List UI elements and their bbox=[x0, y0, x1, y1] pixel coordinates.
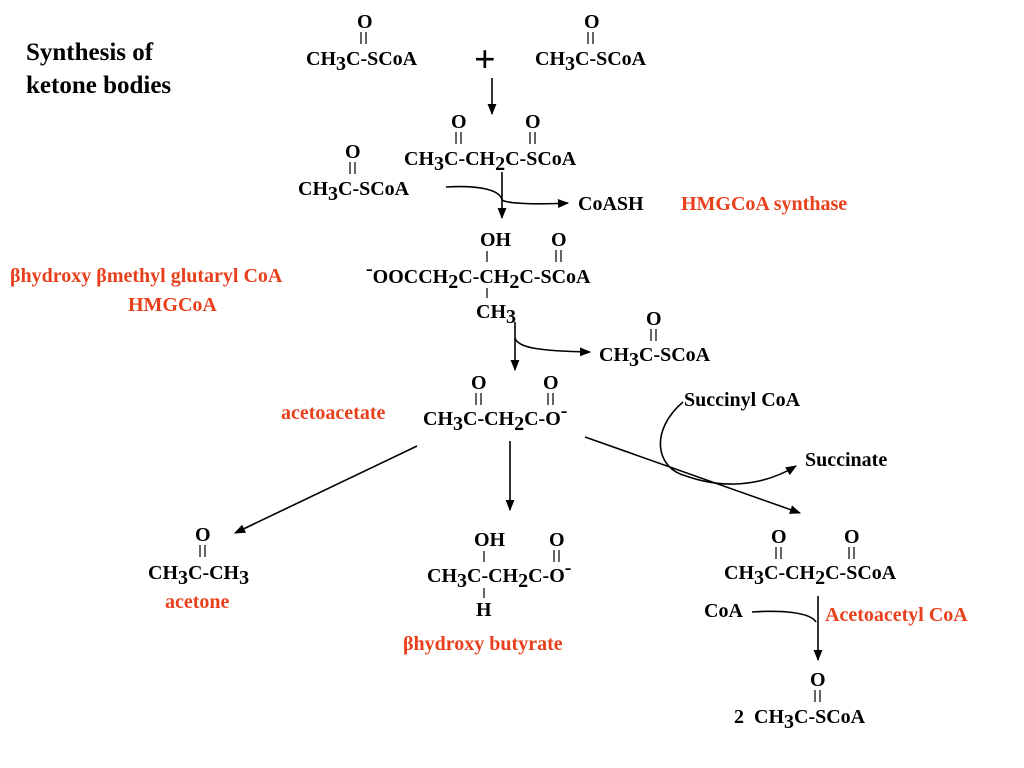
hmgcoa-formula: -OOCCH2C-CH2C-SCoA bbox=[366, 258, 591, 293]
carbonyl-oxygen: O bbox=[345, 141, 361, 163]
double-bond-2 bbox=[529, 132, 536, 144]
hydroxybutyrate-label: βhydroxy butyrate bbox=[403, 633, 563, 655]
acetoacetate-label: acetoacetate bbox=[281, 402, 385, 424]
acetone-structure: O CH3C-CH3 bbox=[148, 524, 249, 589]
carbonyl-oxygen-1: O bbox=[471, 372, 487, 394]
hmgcoa-structure: OH O -OOCCH2C-CH2C-SCoA CH3 bbox=[366, 229, 591, 328]
arrow-acetyl-coa-release bbox=[514, 337, 592, 357]
double-bond-1 bbox=[475, 393, 482, 405]
succinyl-coa-label: Succinyl CoA bbox=[684, 389, 801, 411]
hmgcoa-full-name-label: βhydroxy βmethyl glutaryl CoA bbox=[10, 265, 283, 287]
double-bond bbox=[360, 32, 367, 44]
carbonyl-oxygen: O bbox=[810, 669, 826, 691]
acetoacetyl-coa-intermediate: O O CH3C-CH2C-SCoA bbox=[404, 111, 577, 175]
acetyl-coa-reactant-1: O CH3C-SCoA bbox=[306, 11, 418, 75]
plus-sign: + bbox=[474, 39, 496, 81]
double-bond bbox=[587, 32, 594, 44]
acetoacetate-formula: CH3C-CH2C-O- bbox=[423, 400, 567, 435]
title-line-1: Synthesis of bbox=[26, 39, 154, 66]
carbonyl-oxygen-2: O bbox=[844, 526, 860, 548]
hydroxybutyrate-structure: OH O CH3C-CH2C-O- H bbox=[427, 529, 571, 621]
carbonyl-oxygen-2: O bbox=[543, 372, 559, 394]
acetyl-coa-released: O CH3C-SCoA bbox=[599, 308, 711, 371]
hydroxyl-group: OH bbox=[474, 529, 506, 551]
hmgcoa-synthase-label: HMGCoA synthase bbox=[681, 193, 847, 215]
carbonyl-oxygen-1: O bbox=[451, 111, 467, 133]
carbonyl-oxygen: O bbox=[357, 11, 373, 33]
acetyl-coa-added: O CH3C-SCoA bbox=[298, 141, 410, 205]
coash-label: CoASH bbox=[578, 193, 644, 215]
acetoacetyl-coa-formula: CH3C-CH2C-SCoA bbox=[724, 562, 897, 589]
hydroxybutyrate-formula: CH3C-CH2C-O- bbox=[427, 557, 571, 592]
acetoacetate-structure: O O CH3C-CH2C-O- bbox=[423, 372, 567, 435]
double-bond bbox=[553, 550, 560, 562]
acetyl-coa-formula: CH3C-SCoA bbox=[599, 344, 711, 371]
acetone-formula: CH3C-CH3 bbox=[148, 562, 249, 589]
hydrogen-atom: H bbox=[476, 599, 492, 621]
methyl-branch: CH3 bbox=[476, 301, 516, 328]
carbonyl-oxygen-1: O bbox=[771, 526, 787, 548]
arrow-coash-release bbox=[445, 185, 570, 209]
acetyl-coa-formula: CH3C-SCoA bbox=[535, 48, 647, 75]
double-bond bbox=[349, 162, 356, 174]
acetyl-coa-formula: CH3C-SCoA bbox=[298, 178, 410, 205]
arrow-coa-input bbox=[751, 610, 817, 623]
double-bond-1 bbox=[775, 547, 782, 559]
carbonyl-oxygen: O bbox=[646, 308, 662, 330]
acetoacetyl-coa-structure: O O CH3C-CH2C-SCoA bbox=[724, 526, 897, 589]
double-bond bbox=[650, 329, 657, 341]
double-bond-2 bbox=[848, 547, 855, 559]
carbonyl-oxygen: O bbox=[551, 229, 567, 251]
arrow-to-acetoacetyl-coa bbox=[584, 436, 802, 514]
acetyl-coa-reactant-2: O CH3C-SCoA bbox=[535, 11, 647, 75]
acetyl-coa-formula: CH3C-SCoA bbox=[306, 48, 418, 75]
carbonyl-oxygen: O bbox=[195, 524, 211, 546]
arrow-succinyl-to-succinate bbox=[659, 401, 797, 485]
title-line-2: ketone bodies bbox=[26, 72, 171, 99]
carbonyl-oxygen: O bbox=[584, 11, 600, 33]
double-bond bbox=[555, 250, 562, 262]
double-bond bbox=[199, 545, 206, 557]
acetoacetyl-coa-formula: CH3C-CH2C-SCoA bbox=[404, 148, 577, 175]
succinate-label: Succinate bbox=[805, 449, 887, 471]
hmgcoa-abbrev-label: HMGCoA bbox=[128, 294, 217, 316]
carbonyl-oxygen: O bbox=[549, 529, 565, 551]
double-bond-2 bbox=[547, 393, 554, 405]
double-bond-1 bbox=[455, 132, 462, 144]
acetoacetyl-coa-label: Acetoacetyl CoA bbox=[825, 604, 968, 626]
double-bond bbox=[814, 690, 821, 702]
arrow-to-acetone bbox=[233, 445, 418, 534]
coa-input-label: CoA bbox=[704, 600, 743, 622]
hydroxyl-group: OH bbox=[480, 229, 512, 251]
acetone-label: acetone bbox=[165, 591, 230, 613]
carbonyl-oxygen-2: O bbox=[525, 111, 541, 133]
